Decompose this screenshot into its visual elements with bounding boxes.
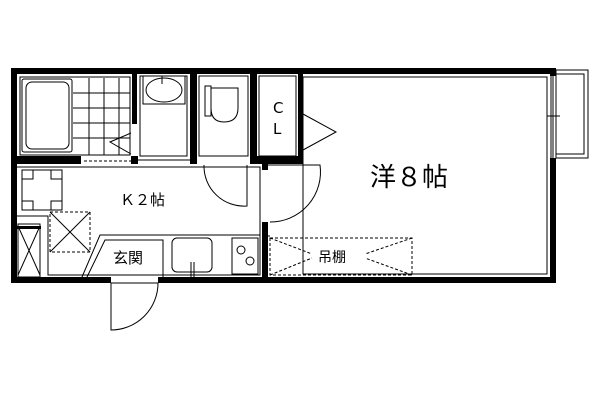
entrance-label: 玄関: [113, 249, 143, 267]
room-door-swing: [268, 164, 321, 223]
hanging-shelf: [262, 235, 413, 276]
entrance-door-swing: [110, 282, 159, 331]
stove: [231, 237, 259, 275]
washroom: [138, 75, 190, 161]
refrigerator: [21, 169, 63, 211]
balcony: [547, 69, 589, 159]
closet: C L: [258, 75, 338, 157]
hanging-shelf-label: 吊棚: [318, 250, 346, 266]
sink: [171, 237, 213, 273]
washing-machine-space: [49, 211, 91, 253]
toilet-door-swing: [203, 164, 248, 207]
shoe-cabinet: [17, 223, 41, 278]
western-room-label: 洋８帖: [370, 163, 448, 193]
kitchen-label: Ｋ２帖: [120, 191, 165, 209]
outer-walls: [11, 68, 556, 283]
toilet: [198, 75, 249, 157]
western-room-outline: [302, 76, 548, 275]
closet-label-l: L: [273, 120, 282, 138]
tile-floor: [73, 78, 130, 155]
closet-label-c: C: [273, 99, 283, 117]
bathroom: [19, 76, 132, 162]
kitchen: [17, 164, 261, 278]
